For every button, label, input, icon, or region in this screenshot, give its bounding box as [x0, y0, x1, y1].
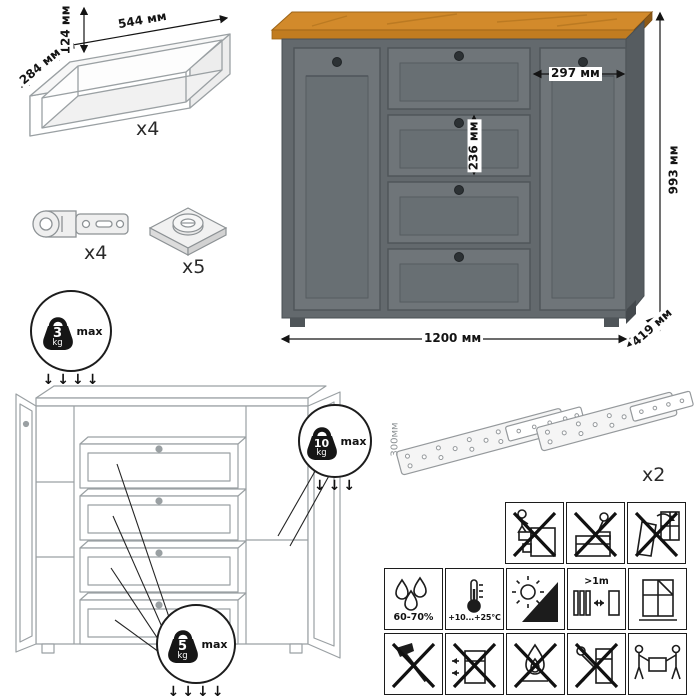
pictogram-no-climbing: [505, 502, 564, 564]
dim-drawer-height: 236 мм: [466, 119, 482, 173]
drawer-front-2: [387, 114, 531, 177]
drawer-front-4: [387, 248, 531, 311]
left-door: [293, 47, 381, 311]
care-icons-row: 60-70% +10...+25°C: [384, 568, 687, 630]
pictogram-sunlight: [506, 568, 565, 630]
humidity-drops-icon: [395, 576, 427, 611]
kettlebell-icon: [306, 427, 337, 460]
drawer-front-1: [387, 47, 531, 110]
slide-rail-1: [396, 406, 585, 476]
commode-render: [270, 11, 665, 347]
right-door: [539, 47, 627, 311]
load-unit-shelf: kg: [316, 448, 327, 458]
pictogram-ventilation: [628, 568, 687, 630]
wireframe-left-door: [15, 393, 37, 653]
no-sitting-icon: [573, 511, 618, 557]
qty-cam-locks: x5: [182, 256, 206, 278]
window-ventilation-icon: [639, 578, 677, 621]
load-max-top: max: [76, 324, 103, 338]
load-unit-top: kg: [52, 338, 63, 348]
temperature-label: +10...+25°C: [448, 612, 501, 622]
load-value-drawer: 5: [177, 639, 188, 654]
slide-rail-2: [536, 390, 694, 452]
down-arrows-drawer: ↓↓↓↓: [167, 684, 227, 700]
down-arrows-top: ↓↓↓↓: [42, 372, 102, 388]
qty-hinges: x4: [84, 242, 108, 264]
no-flame-icon: [513, 642, 558, 688]
thermometer-icon: [467, 578, 483, 613]
drawer-slides-diagram: [396, 390, 694, 476]
drawer-front-3: [387, 181, 531, 244]
drawer-box-wireframe: [29, 33, 231, 137]
weight-icon: 10 kg: [304, 420, 340, 462]
pictogram-carry-two-people: [628, 633, 687, 695]
load-badge-drawer: 5 kg max ↓↓↓↓: [156, 604, 236, 699]
pictogram-no-hammering: [384, 633, 443, 695]
weight-icon: 3 kg: [40, 310, 76, 352]
distance-label: >1m: [584, 575, 609, 587]
pictogram-anti-tip: [627, 502, 686, 564]
wood-top: [270, 11, 654, 41]
warning-icons-row: [505, 502, 686, 564]
anti-tip-window-icon: [634, 510, 680, 557]
load-max-drawer: max: [201, 637, 228, 651]
dim-door-width: 297 мм: [549, 66, 602, 81]
dim-commode-height: 993 мм: [666, 143, 682, 197]
cam-lock-icon: [148, 207, 228, 256]
pictogram-humidity: 60-70%: [384, 568, 443, 630]
load-value-shelf: 10: [313, 437, 330, 450]
pictogram-no-open-flame: [506, 633, 565, 695]
qty-slides: x2: [642, 464, 666, 486]
pictogram-no-leaning: [567, 633, 626, 695]
two-person-carry-icon: [634, 644, 681, 679]
sun-shade-icon: [512, 575, 558, 622]
dim-commode-width: 1200 мм: [422, 331, 484, 346]
prohibition-icons-row: [384, 633, 687, 695]
pictogram-temperature: +10...+25°C: [445, 568, 504, 630]
humidity-label: 60-70%: [393, 611, 434, 623]
qty-drawer-boxes: x4: [136, 118, 160, 140]
kettlebell-icon: [167, 630, 198, 663]
down-arrows-shelf: ↓↓↓: [313, 478, 359, 494]
no-dragging-icon: [452, 642, 497, 688]
load-badge-shelf-circle: 10 kg max: [298, 404, 372, 478]
slide-length-label: 300мм: [389, 422, 401, 457]
left-door-knob: [332, 57, 342, 67]
load-value-top: 3: [52, 326, 63, 341]
no-hammer-icon: [391, 642, 436, 688]
load-badge-drawer-circle: 5 kg max: [156, 604, 236, 684]
drawer-box-diagram: [21, 6, 231, 137]
load-max-shelf: max: [340, 434, 367, 448]
pictogram-no-dragging: [445, 633, 504, 695]
pictogram-heat-distance: >1m: [567, 568, 626, 630]
right-door-knob: [578, 57, 588, 67]
hinge-icon: [32, 210, 129, 238]
load-badge-top-circle: 3 kg max: [30, 290, 112, 372]
load-badge-top: 3 kg max ↓↓↓↓: [30, 290, 112, 387]
no-climbing-on-drawers-icon: [512, 508, 557, 557]
dim-box-height: 124 мм: [58, 3, 74, 57]
drawer-fronts: [387, 47, 531, 311]
load-unit-drawer: kg: [177, 651, 188, 661]
radiator-distance-icon: [573, 590, 620, 617]
kettlebell-icon: [42, 317, 73, 350]
no-leaning-icon: [574, 642, 619, 688]
load-badge-shelf: 10 kg max ↓↓↓: [298, 404, 372, 493]
weight-icon: 5 kg: [165, 623, 201, 665]
pictogram-no-sitting: [566, 502, 625, 564]
